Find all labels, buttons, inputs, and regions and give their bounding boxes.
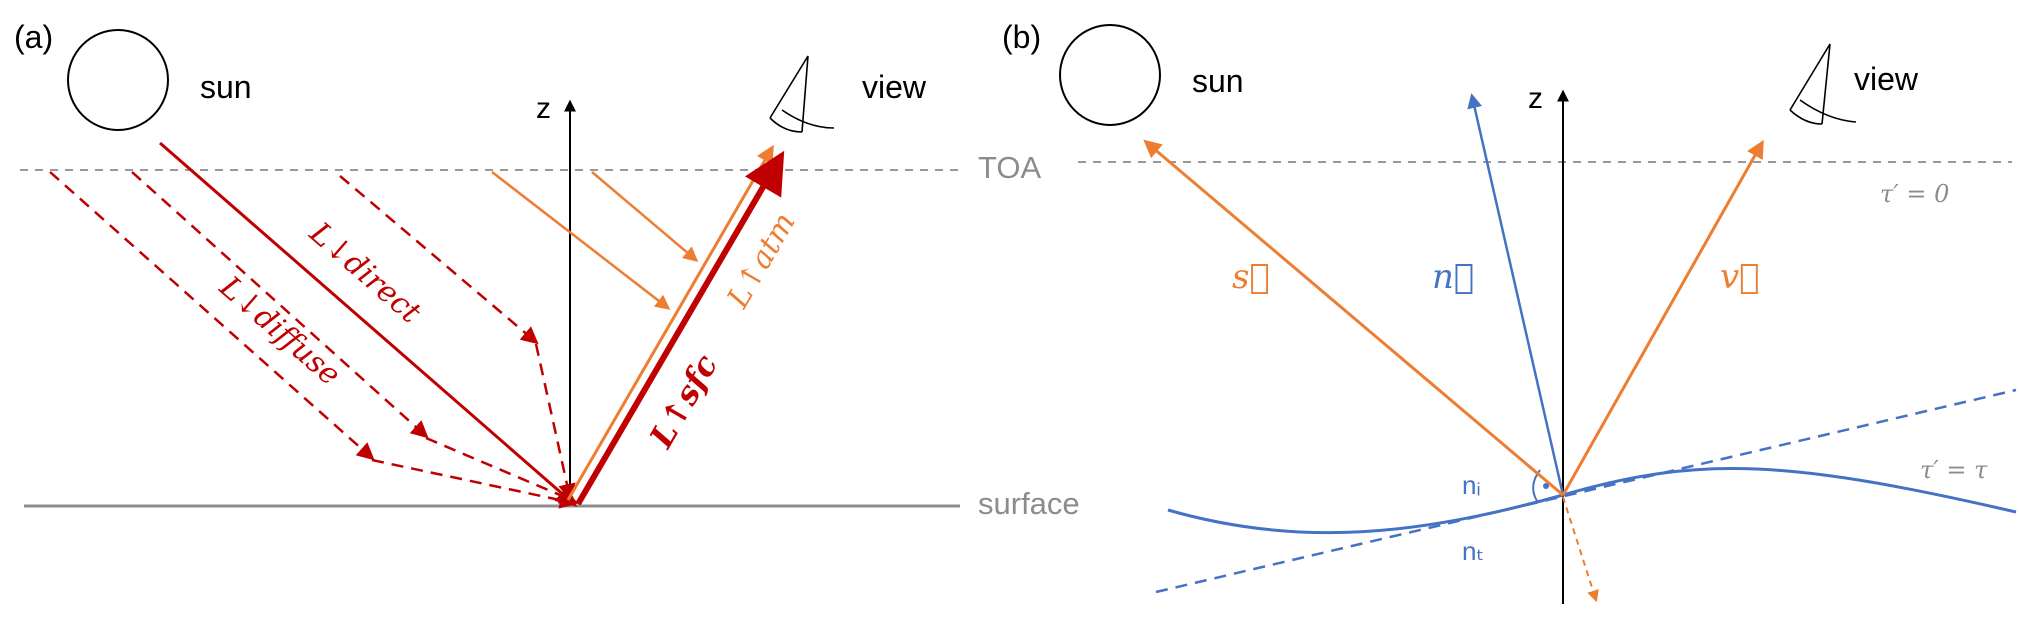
l-sfc-label: L↑sfc (642, 348, 726, 455)
diffuse-rays (49, 171, 578, 509)
l-direct-label: L↓direct (302, 215, 428, 331)
tangent-line (1155, 388, 2017, 594)
l-atm-label: L↑atm (720, 207, 803, 315)
panel-a-label: (a) (14, 19, 53, 55)
diffuse-ray-2b (425, 436, 578, 504)
direct-beam (159, 141, 578, 507)
v-vec-label: v⃗ (1720, 257, 1760, 297)
s-vec-label: s⃗ (1232, 257, 1270, 297)
surface-label: surface (978, 486, 1080, 521)
panel-b-label: (b) (1002, 19, 1041, 55)
diffuse-ray-3 (339, 175, 539, 345)
upwelling-sfc-ray (575, 150, 785, 506)
v-vector (1561, 139, 1764, 496)
surface-curve (1167, 467, 2017, 535)
view-label-b: view (1854, 61, 1919, 97)
atm-ray-1 (491, 171, 671, 310)
panel-b: (b) sun view τ′ = 0 z τ′ = τ n⃗ s⃗ (1002, 19, 2017, 604)
tau-bottom-label: τ′ = τ (1920, 456, 1988, 484)
view-eye-icon-b (1789, 43, 1857, 125)
right-angle-dot (1543, 483, 1549, 489)
view-eye-icon-a (769, 55, 835, 133)
toa-label: TOA (978, 150, 1041, 185)
tau-top-label: τ′ = 0 (1880, 180, 1949, 208)
diffuse-ray-2 (131, 171, 429, 439)
ni-label: nᵢ (1462, 470, 1481, 500)
z-label-a: z (536, 92, 551, 125)
nt-label: nₜ (1462, 536, 1484, 566)
diffuse-ray-1 (49, 171, 375, 461)
diffuse-ray-3b (534, 343, 576, 502)
view-label-a: view (862, 69, 927, 105)
transmitted-ray (1562, 496, 1599, 603)
s-vector (1143, 139, 1564, 497)
diffuse-ray-1b (371, 458, 578, 509)
z-label-b: z (1528, 82, 1543, 115)
atm-ray-2 (591, 171, 699, 262)
upwelling-atm-ray (566, 144, 774, 501)
sun-label-b: sun (1192, 63, 1244, 99)
normal-vector (1467, 93, 1565, 496)
sun-circle-a (67, 29, 169, 131)
n-vec-label: n⃗ (1432, 257, 1474, 297)
sun-circle-b (1059, 24, 1161, 126)
sun-label-a: sun (200, 69, 252, 105)
panel-a: (a) sun view TOA surface z L↓direct (14, 19, 1080, 521)
